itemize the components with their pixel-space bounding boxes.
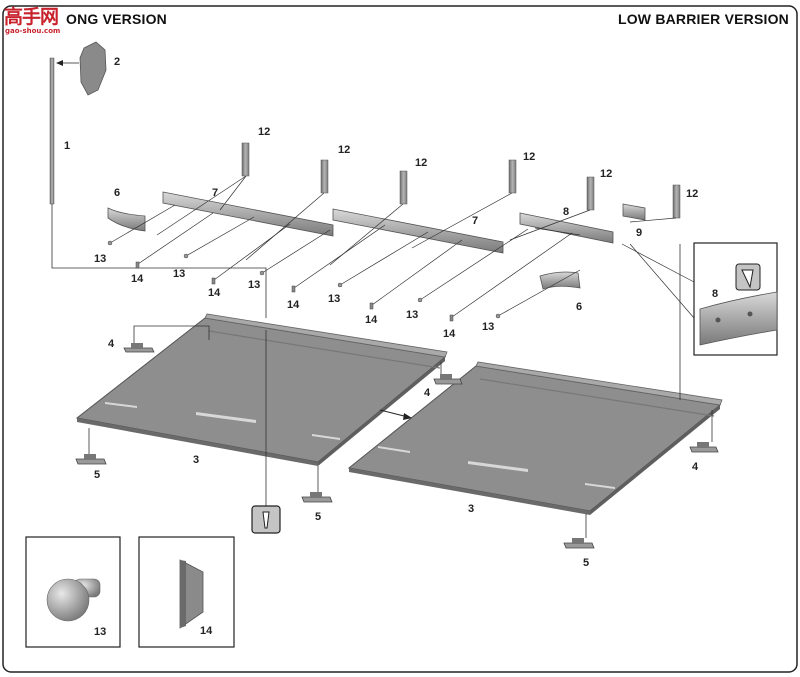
foot-part-5-a [75, 454, 107, 465]
callout-6-left: 6 [114, 187, 120, 199]
logo-subtext: gao-shou.com [5, 27, 61, 35]
callout-4-right: 4 [692, 461, 699, 473]
title-low-barrier-version: LOW BARRIER VERSION [617, 11, 789, 27]
callout-13-b: 13 [173, 268, 185, 280]
sign-plate-part-2 [79, 41, 107, 96]
callout-4-left: 4 [108, 338, 115, 350]
rail-end-part-9 [622, 203, 646, 221]
callout-12-b: 12 [338, 144, 350, 156]
callout-12-f: 12 [686, 188, 698, 200]
callout-13-d: 13 [328, 293, 340, 305]
callout-7-right: 7 [472, 215, 478, 227]
detail-box-part-14 [138, 536, 235, 648]
callout-12-d: 12 [523, 151, 535, 163]
callout-13-c: 13 [248, 279, 260, 291]
leader-2 [56, 60, 79, 66]
post-part-12-f [672, 184, 681, 219]
foot-part-5-c [563, 538, 595, 549]
foot-part-5-b [301, 492, 333, 503]
callout-13-e: 13 [406, 309, 418, 321]
post-leaders [156, 175, 677, 266]
callout-3-left: 3 [193, 454, 199, 466]
callout-4-mid: 4 [424, 387, 431, 399]
callout-13-a: 13 [94, 253, 106, 265]
sign-pole-part-1 [49, 57, 55, 205]
watermark-logo: 高手网 gao-shou.com [2, 2, 64, 38]
outer-border [2, 5, 798, 673]
join-arrow [379, 409, 412, 420]
foot-part-4-b [433, 374, 463, 385]
road-slab-right [347, 361, 723, 515]
callout-7-left: 7 [212, 187, 218, 199]
foot-part-4-c [689, 442, 719, 453]
plates-part-14 [135, 261, 454, 322]
guard-rail-part-7-b [332, 208, 504, 254]
bolts-part-13 [107, 240, 501, 319]
callout-3-right: 3 [468, 503, 474, 515]
post-part-12-d [508, 159, 517, 194]
detail-inset-part-8 [621, 242, 778, 356]
post-part-12-c [399, 170, 408, 205]
callout-14-c: 14 [287, 299, 300, 311]
callout-13-f: 13 [482, 321, 494, 333]
callout-14-detail: 14 [200, 625, 213, 637]
rail-end-part-6-b [539, 271, 581, 290]
callout-2: 2 [114, 56, 120, 68]
pole-detail-icon [251, 505, 281, 534]
guard-rail-part-8 [519, 212, 614, 244]
detail-box-part-13 [25, 536, 121, 648]
leader-4a [133, 325, 210, 343]
leader-pole [51, 204, 267, 318]
callout-8-detail: 8 [712, 288, 718, 300]
callout-13-detail: 13 [94, 626, 106, 638]
callout-14-b: 14 [208, 287, 221, 299]
callout-12-c: 12 [415, 157, 427, 169]
title-long-version: ONG VERSION [66, 11, 167, 27]
post-part-12-b [320, 159, 329, 194]
callout-5-left: 5 [94, 469, 100, 481]
logo-text: 高手网 [4, 6, 59, 28]
callout-5-right: 5 [583, 557, 589, 569]
foot-part-4-a [123, 343, 155, 353]
callout-12-e: 12 [600, 168, 612, 180]
fastener-leaders [109, 204, 581, 318]
callout-14-a: 14 [131, 273, 144, 285]
post-part-12-e [586, 176, 595, 211]
road-slab-left [75, 313, 448, 466]
callout-12-a: 12 [258, 126, 270, 138]
callout-14-d: 14 [365, 314, 378, 326]
callout-5-mid: 5 [315, 511, 321, 523]
callout-6-right: 6 [576, 301, 582, 313]
callout-9: 9 [636, 227, 642, 239]
callout-8: 8 [563, 206, 569, 218]
callout-14-e: 14 [443, 328, 456, 340]
post-part-12-a [241, 142, 250, 177]
callout-1: 1 [64, 140, 70, 152]
rail-end-part-6-a [107, 207, 146, 232]
